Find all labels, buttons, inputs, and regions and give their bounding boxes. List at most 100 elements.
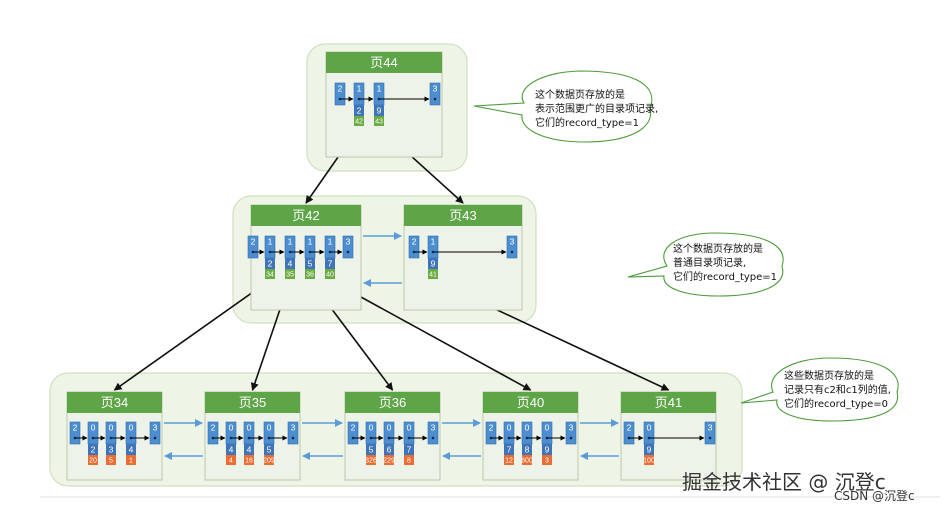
record-type-label: 0 — [109, 423, 114, 433]
record-type-label: 2 — [73, 423, 78, 433]
record-slot — [427, 421, 439, 445]
record-type-label: 0 — [129, 423, 134, 433]
record-value-cell — [126, 455, 136, 465]
next-record-dot — [412, 250, 416, 254]
record-value-cell — [106, 455, 116, 465]
record-slot — [485, 421, 497, 445]
record-value-cell — [644, 455, 654, 465]
next-record-dot — [211, 436, 215, 440]
note-leaf-line-1: 这些数据页存放的是 — [784, 369, 874, 382]
page-43-title: 页43 — [449, 208, 476, 223]
page-44-record: 3 — [429, 82, 441, 106]
record-type-label: 1 — [328, 237, 333, 247]
record-value-label: 326 — [365, 458, 377, 465]
record-key-label: 7 — [407, 445, 412, 455]
record-page-pointer-cell — [428, 269, 438, 279]
record-key-label: 6 — [387, 445, 392, 455]
record-page-pointer-cell — [305, 269, 315, 279]
record-slot — [429, 82, 441, 106]
note-internal-bubble — [627, 232, 784, 297]
record-slot — [704, 421, 716, 445]
record-type-label: 0 — [247, 423, 252, 433]
record-page-pointer-cell — [325, 269, 335, 279]
record-type-label: 3 — [708, 423, 713, 433]
record-type-label: 1 — [431, 237, 436, 247]
record-page-pointer-cell — [265, 269, 275, 279]
note-leaf-bubble — [740, 357, 899, 422]
record-value-label: 3 — [545, 458, 549, 465]
page-40-title: 页40 — [517, 395, 544, 410]
next-record-dot — [153, 436, 157, 440]
next-record-dot — [510, 250, 514, 254]
record-key-cell — [374, 105, 384, 116]
page-42-title: 页42 — [292, 208, 319, 223]
record-key-cell — [88, 444, 98, 455]
next-record-dot — [569, 436, 573, 440]
page-36-record: 2 — [347, 421, 366, 445]
page-34-record: 035 — [105, 421, 126, 465]
record-page-pointer-cell — [374, 116, 384, 126]
record-page-pointer-label: 40 — [326, 272, 334, 279]
record-key-cell — [325, 258, 335, 269]
record-page-pointer-label: 36 — [306, 272, 314, 279]
record-key-label: 9 — [545, 445, 550, 455]
record-value-label: 8 — [407, 458, 411, 465]
record-slot — [247, 235, 259, 259]
page-41-record: 2 — [623, 421, 644, 445]
record-type-label: 0 — [91, 423, 96, 433]
record-key-label: 2 — [91, 445, 96, 455]
next-record-dot — [433, 97, 437, 101]
record-key-label: 2 — [357, 106, 362, 116]
record-type-label: 2 — [338, 84, 343, 94]
child-page-link — [329, 279, 532, 391]
next-record-dot — [489, 436, 493, 440]
next-record-dot — [387, 436, 391, 440]
record-type-label: 0 — [647, 423, 652, 433]
note-internal-line-3: 它们的record_type=1 — [673, 270, 777, 283]
record-key-cell — [244, 444, 254, 455]
record-page-pointer-label: 43 — [375, 119, 383, 126]
watermark-sub: CSDN @沉登c — [834, 488, 915, 503]
record-type-label: 0 — [407, 423, 412, 433]
record-key-cell — [504, 444, 514, 455]
record-type-label: 2 — [211, 423, 216, 433]
record-value-label: 16 — [245, 458, 253, 465]
next-record-dot — [525, 436, 529, 440]
record-value-label: 5 — [109, 458, 113, 465]
page-35-header — [205, 392, 300, 413]
record-key-cell — [226, 444, 236, 455]
page-35-record: 3 — [287, 421, 299, 445]
record-value-cell — [384, 455, 394, 465]
page-36-record: 3 — [427, 421, 439, 445]
record-page-pointer-cell — [285, 269, 295, 279]
record-page-pointer-cell — [354, 116, 364, 126]
record-type-label: 0 — [387, 423, 392, 433]
next-record-dot — [328, 250, 332, 254]
record-key-cell — [126, 444, 136, 455]
record-key-cell — [522, 444, 532, 455]
record-key-cell — [354, 105, 364, 116]
sibling-links — [164, 232, 619, 460]
record-key-cell — [542, 444, 552, 455]
note-leaf-line-2: 记录只有c2和c1列的值, — [784, 383, 891, 396]
next-record-dot — [247, 436, 251, 440]
record-value-label: 20 — [89, 458, 97, 465]
record-slot — [342, 235, 354, 259]
record-value-cell — [264, 455, 274, 465]
record-key-label: 9 — [377, 106, 382, 116]
next-record-dot — [507, 436, 511, 440]
page-41-record: 3 — [704, 421, 716, 445]
record-slot — [149, 421, 161, 445]
record-slot — [506, 235, 518, 259]
record-key-cell — [285, 258, 295, 269]
record-type-label: 3 — [433, 84, 438, 94]
